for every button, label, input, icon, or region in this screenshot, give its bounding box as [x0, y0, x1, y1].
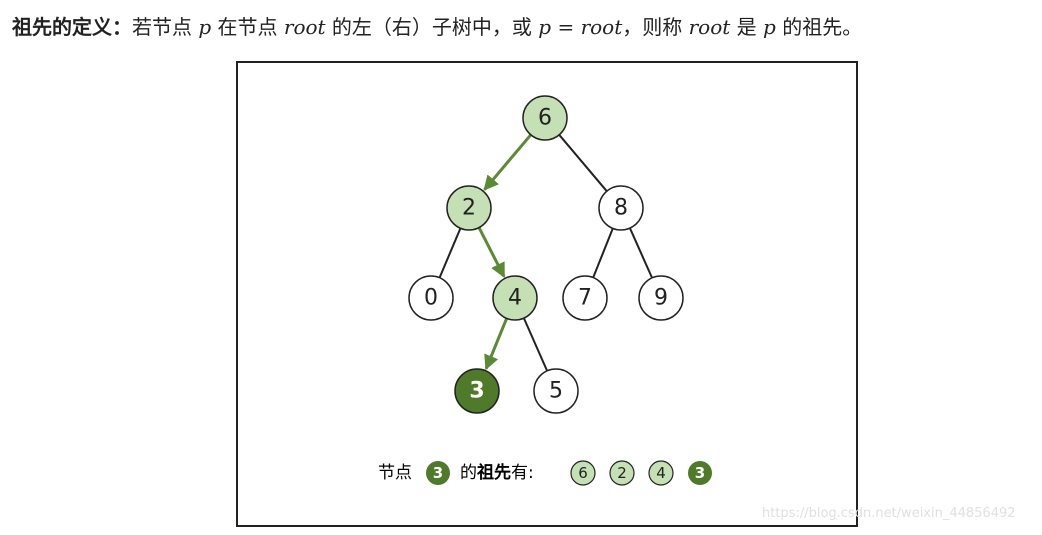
definition-equation: p = root [538, 15, 623, 39]
node-circle [562, 275, 608, 321]
legend-target-node [426, 461, 450, 485]
node-label: 4 [508, 286, 522, 311]
node-circle [638, 275, 684, 321]
definition-var-root: root [688, 15, 731, 39]
definition-part: 在节点 [211, 15, 284, 39]
legend-ancestor-label: 2 [617, 464, 627, 482]
node-circle [492, 275, 538, 321]
tree-edge [522, 317, 549, 372]
definition-part: 的左（右）子树中，或 [325, 15, 539, 39]
node-label: 9 [654, 286, 668, 311]
tree-node-9: 9 [638, 275, 684, 321]
definition-var-p: p [763, 15, 776, 39]
definition-part: 若节点 [132, 15, 199, 39]
tree-node-2: 2 [446, 185, 492, 231]
tree-edge [558, 134, 608, 192]
legend-suffix: 有: [511, 463, 534, 483]
tree-edge [438, 227, 462, 279]
node-circle [446, 185, 492, 231]
node-label: 7 [578, 286, 592, 311]
edges-layer [438, 133, 653, 372]
legend-ancestor-node [570, 460, 596, 486]
legend-ancestor-node [648, 460, 674, 486]
node-label: 3 [469, 379, 484, 404]
tree-node-0: 0 [408, 275, 454, 321]
definition-var-root: root [283, 15, 326, 39]
legend-target-label: 3 [433, 464, 443, 482]
legend-prefix: 节点 [378, 463, 412, 483]
legend-ancestor-list: 6 2 4 3 [570, 460, 712, 486]
tree-node-8: 8 [598, 185, 644, 231]
definition-text: 祖先的定义：若节点 p 在节点 root 的左（右）子树中，或 p = root… [12, 12, 862, 42]
node-label: 2 [462, 196, 476, 221]
legend-middle-plain: 的 [460, 463, 477, 483]
definition-part: 是 [730, 15, 764, 39]
legend-middle-bold: 祖先 [476, 462, 511, 483]
tree-node-6: 6 [522, 95, 568, 141]
node-label: 0 [424, 286, 438, 311]
definition-part: 的祖先。 [775, 15, 863, 39]
legend-ancestor-label: 3 [695, 464, 705, 482]
node-circle [454, 368, 500, 414]
legend-ancestor-node [609, 460, 635, 486]
tree-edge [629, 227, 653, 279]
definition-var-p: p [198, 15, 212, 39]
legend: 节点 3 的祖先有: 6 2 4 3 [378, 460, 712, 486]
node-circle [598, 185, 644, 231]
legend-ancestor-label: 4 [656, 464, 666, 482]
node-circle [522, 95, 568, 141]
definition-part: ，则称 [622, 15, 689, 39]
tree-node-5: 5 [533, 368, 579, 414]
tree-node-7: 7 [562, 275, 608, 321]
tree-edge [592, 228, 614, 278]
tree-node-4: 4 [492, 275, 538, 321]
legend-ancestor-label: 6 [578, 464, 588, 482]
legend-ancestor-node [688, 461, 712, 485]
nodes-layer: 6 2 8 0 4 7 9 3 5 [408, 95, 684, 414]
watermark: https://blog.csdn.net/weixin_44856492 [762, 506, 1016, 521]
node-label: 5 [549, 379, 563, 404]
node-circle [408, 275, 454, 321]
legend-text-middle: 的祖先有: [460, 462, 534, 483]
diagram-frame [236, 61, 858, 527]
ancestor-path-arrow [477, 226, 506, 278]
tree-node-3: 3 [454, 368, 500, 414]
node-label: 8 [614, 196, 628, 221]
definition-label: 祖先的定义： [12, 15, 132, 39]
ancestor-path-arrow [483, 133, 532, 191]
ancestor-path-arrow [484, 317, 509, 371]
node-circle [533, 368, 579, 414]
node-label: 6 [538, 106, 552, 131]
